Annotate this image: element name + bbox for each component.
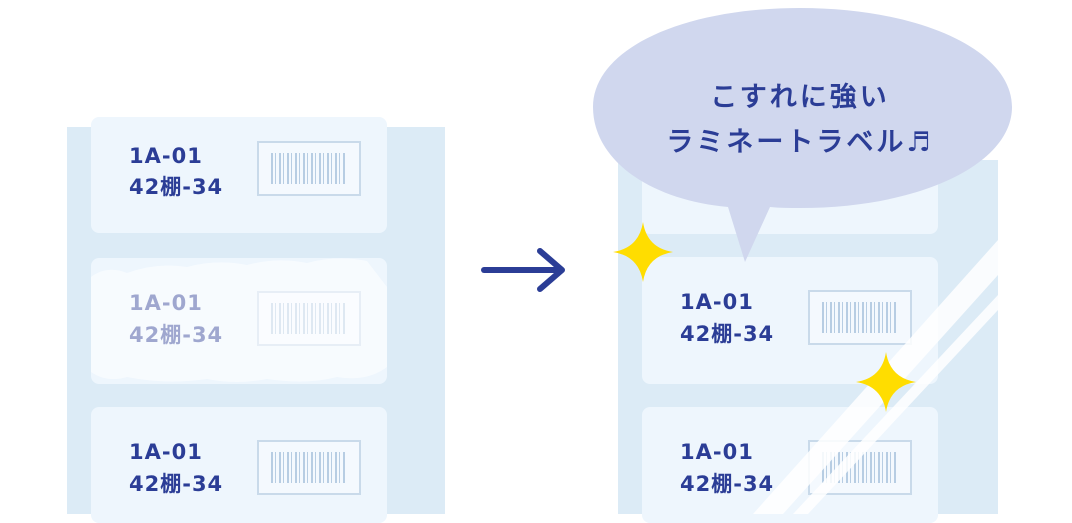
left-label-sheet: 1A-01 42棚-34 1A-01 42棚-34 1A-01 42棚-34 xyxy=(67,117,445,523)
location-code: 1A-01 xyxy=(680,440,754,464)
worn-edges xyxy=(91,258,387,382)
bubble-line-1: こすれに強い xyxy=(710,82,890,113)
arrow-right-icon xyxy=(481,248,565,292)
barcode-icon xyxy=(808,290,912,345)
barcode-icon xyxy=(257,141,361,196)
sparkle-icon xyxy=(613,222,673,282)
shelf-code: 42棚-34 xyxy=(680,322,775,346)
shelf-code: 42棚-34 xyxy=(680,472,775,496)
shelf-code: 42棚-34 xyxy=(129,472,224,496)
barcode-icon xyxy=(257,440,361,495)
sparkle-icon xyxy=(856,352,916,412)
label-card: 1A-01 42棚-34 xyxy=(91,407,387,523)
shelf-code: 42棚-34 xyxy=(129,175,224,199)
location-code: 1A-01 xyxy=(680,290,754,314)
label-card: 1A-01 42棚-34 xyxy=(91,117,387,233)
location-code: 1A-01 xyxy=(129,440,203,464)
location-code: 1A-01 xyxy=(129,144,203,168)
bubble-line-2: ラミネートラベル♬ xyxy=(666,127,934,158)
